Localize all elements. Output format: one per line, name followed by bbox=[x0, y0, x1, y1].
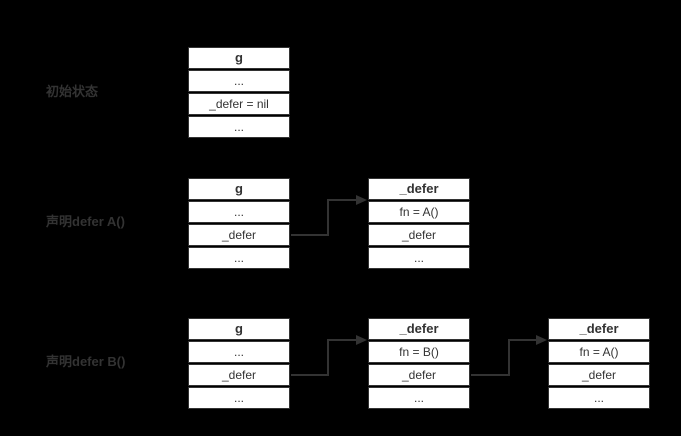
struct-title: g bbox=[188, 178, 290, 200]
struct-field: ... bbox=[548, 387, 650, 409]
struct-field: _defer bbox=[188, 224, 290, 246]
struct-title: _defer bbox=[368, 318, 470, 340]
struct-field: ... bbox=[368, 387, 470, 409]
struct-field: ... bbox=[188, 247, 290, 269]
row-label-declare-defer-a: 声明defer A() bbox=[46, 214, 125, 229]
defer-struct-box-b: _defer fn = B() _defer ... bbox=[368, 318, 470, 409]
struct-field: ... bbox=[368, 247, 470, 269]
g-struct-box-after-a: g ... _defer ... bbox=[188, 178, 290, 269]
row-label-initial-state: 初始状态 bbox=[46, 84, 99, 99]
struct-field: ... bbox=[188, 70, 290, 92]
struct-field: _defer bbox=[188, 364, 290, 386]
g-struct-box-after-b: g ... _defer ... bbox=[188, 318, 290, 409]
g-struct-box-initial: g ... _defer = nil ... bbox=[188, 47, 290, 138]
struct-field: ... bbox=[188, 387, 290, 409]
struct-field: fn = A() bbox=[368, 201, 470, 223]
struct-title: _defer bbox=[368, 178, 470, 200]
struct-field: _defer bbox=[368, 364, 470, 386]
pointer-arrow-g-to-defer-b bbox=[291, 335, 367, 376]
struct-field: fn = A() bbox=[548, 341, 650, 363]
struct-field: _defer = nil bbox=[188, 93, 290, 115]
defer-struct-box-a: _defer fn = A() _defer ... bbox=[368, 178, 470, 269]
struct-field: ... bbox=[188, 116, 290, 138]
row-label-declare-defer-b: 声明defer B() bbox=[46, 354, 126, 369]
struct-title: g bbox=[188, 318, 290, 340]
struct-field: ... bbox=[188, 201, 290, 223]
defer-struct-box-a-linked: _defer fn = A() _defer ... bbox=[548, 318, 650, 409]
pointer-arrow-defer-b-to-defer-a bbox=[471, 335, 547, 376]
struct-field: _defer bbox=[548, 364, 650, 386]
struct-title: g bbox=[188, 47, 290, 69]
pointer-arrow-g-to-defer-a bbox=[291, 195, 367, 236]
struct-field: fn = B() bbox=[368, 341, 470, 363]
struct-title: _defer bbox=[548, 318, 650, 340]
struct-field: ... bbox=[188, 341, 290, 363]
struct-field: _defer bbox=[368, 224, 470, 246]
